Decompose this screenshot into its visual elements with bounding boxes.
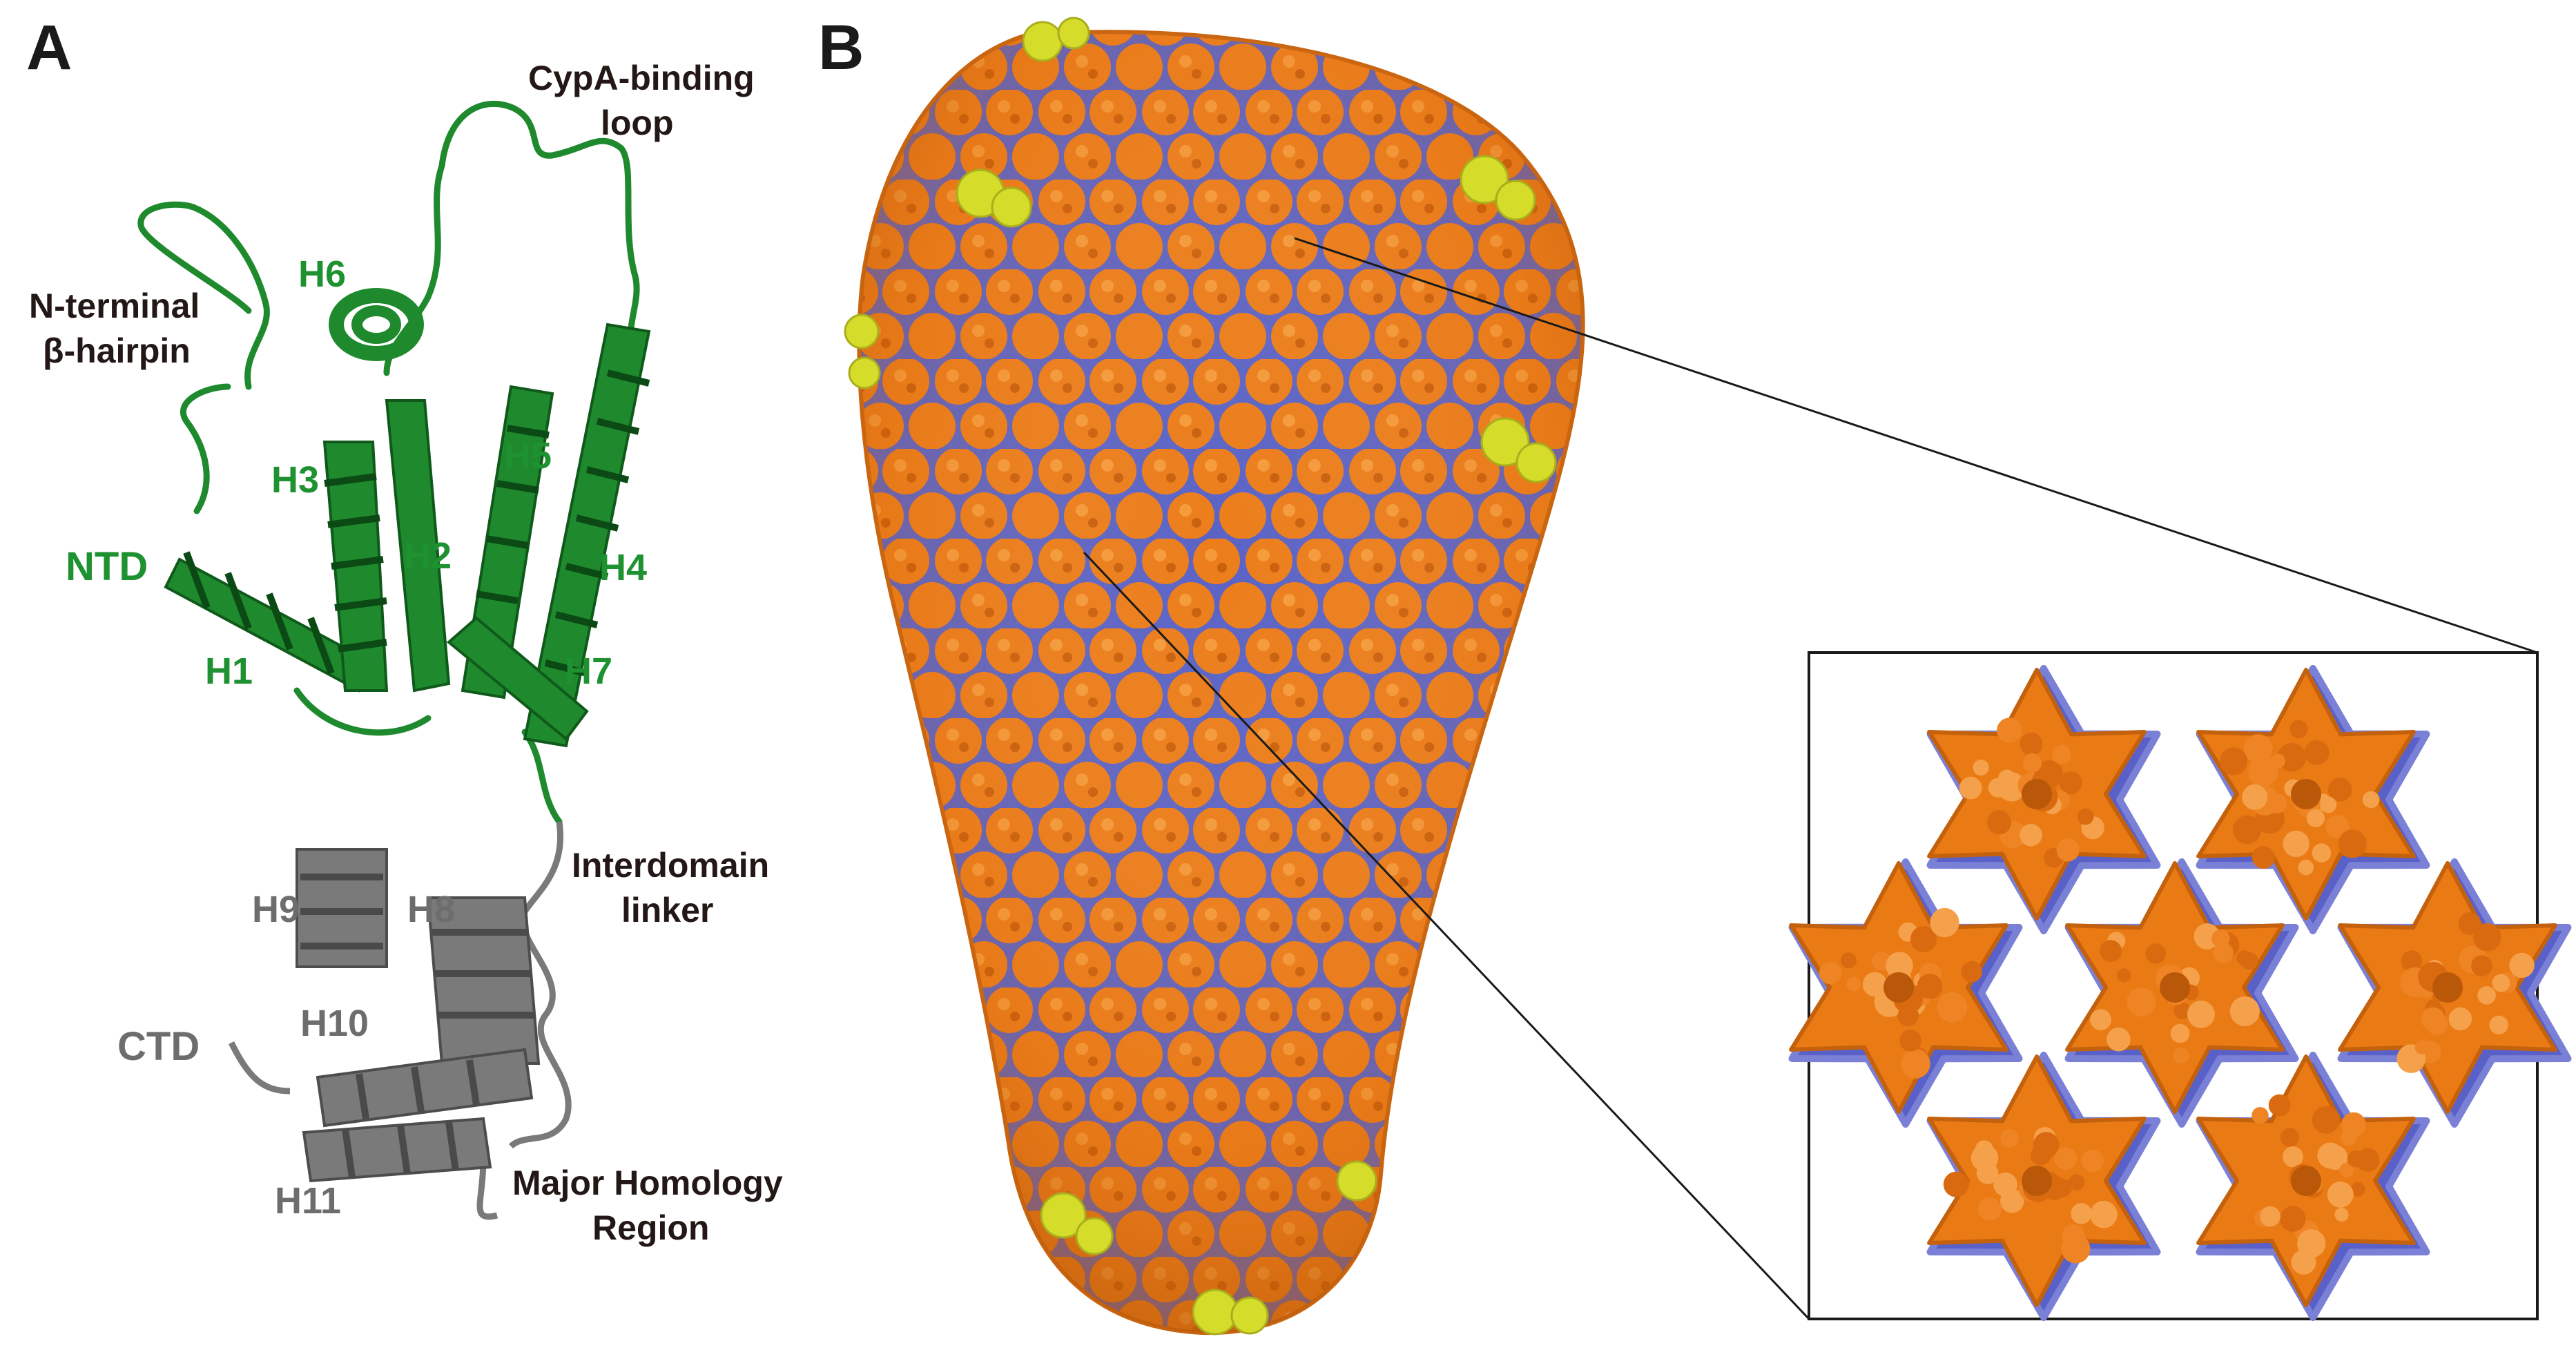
- h5-label: H5: [504, 435, 552, 476]
- capsid-shading: [859, 32, 1582, 1333]
- nterm-hairpin-label-line1: N-terminal: [29, 287, 200, 325]
- h6-label: H6: [298, 253, 346, 295]
- h3-label: H3: [271, 459, 319, 501]
- panel-b: B: [818, 12, 2568, 1334]
- h9-label: H9: [252, 889, 300, 930]
- panel-b-letter: B: [818, 12, 864, 83]
- ctd-ribbon: [231, 822, 568, 1217]
- mhr-label-line1: Major Homology: [512, 1164, 783, 1202]
- panel-a: A: [26, 12, 783, 1247]
- h2-label: H2: [404, 535, 452, 577]
- nterm-hairpin-label-line2: β-hairpin: [43, 331, 191, 370]
- h11-label: H11: [275, 1180, 341, 1222]
- cypa-loop-label-line2: loop: [601, 104, 674, 142]
- h1-label: H1: [205, 650, 253, 692]
- ctd-label: CTD: [117, 1024, 200, 1069]
- linker-label-line1: Interdomain: [572, 846, 769, 885]
- h8-label: H8: [407, 889, 455, 930]
- linker-label-line2: linker: [621, 891, 713, 929]
- cypa-loop-label-line1: CypA-binding: [528, 59, 755, 97]
- h7-label: H7: [565, 650, 612, 692]
- mhr-label-line2: Region: [592, 1208, 709, 1247]
- h4-label: H4: [599, 547, 647, 588]
- h10-label: H10: [300, 1003, 369, 1044]
- panel-a-letter: A: [26, 12, 72, 83]
- hexamer-inset: [1791, 653, 2568, 1319]
- ntd-label: NTD: [66, 544, 148, 589]
